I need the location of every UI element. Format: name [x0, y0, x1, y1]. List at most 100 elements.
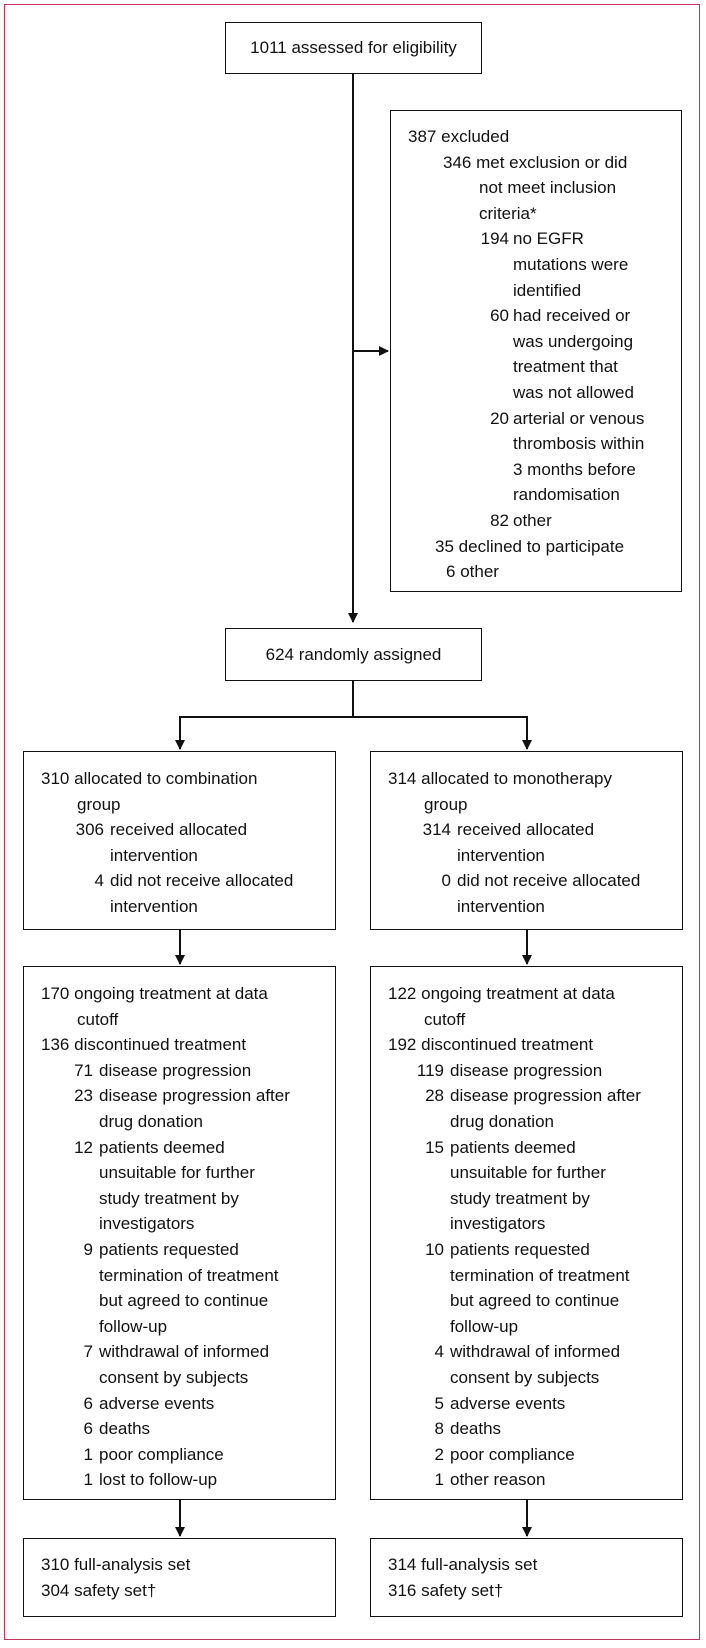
reason-line: other reason	[450, 1470, 546, 1490]
analysis-left-box: 310 full-analysis set 304 safety set†	[23, 1538, 336, 1617]
reason-line: arterial or venous	[513, 408, 645, 428]
reason-count: 6	[83, 1393, 93, 1413]
allocation-right-label: allocated to monotherapy	[421, 769, 613, 788]
reason-count: 1	[434, 1470, 444, 1490]
met-exclusion-line-1: met exclusion or did	[476, 152, 628, 172]
reason-count: 20	[490, 408, 509, 428]
ongoing-label-cont: cutoff	[77, 1009, 119, 1029]
reason-count: 23	[74, 1086, 93, 1106]
analysis-right-box: 314 full-analysis set 316 safety set†	[370, 1538, 683, 1617]
figure-frame	[4, 4, 700, 1640]
reason-line: identified	[513, 280, 582, 300]
followup-left-box: 170 ongoing treatment at data cutoff 136…	[23, 966, 336, 1500]
reason-count: 119	[416, 1060, 444, 1080]
reason-count: 6	[83, 1419, 93, 1439]
reason-line: withdrawal of informed	[450, 1342, 621, 1362]
reason-line: consent by subjects	[99, 1367, 249, 1387]
reason-count: 1	[83, 1444, 93, 1464]
reason-count: 7	[83, 1342, 93, 1362]
discontinued-reason-item: 7 withdrawal of informed consent by subje…	[61, 1339, 335, 1390]
reason-line: follow-up	[450, 1316, 519, 1336]
allocation-item-line: intervention	[457, 896, 545, 916]
discontinued-reason-item: 1 lost to follow-up	[61, 1467, 335, 1493]
allocation-item-line: intervention	[457, 845, 545, 865]
allocation-right-items: 314 received allocated intervention 0 did …	[413, 817, 682, 919]
excluded-label: excluded	[441, 127, 510, 146]
ongoing-label: ongoing treatment at data	[74, 984, 268, 1003]
reason-count: 15	[425, 1137, 444, 1157]
discontinued-reason-item: 23 disease progression after drug donatio…	[61, 1083, 335, 1134]
reason-line: adverse events	[99, 1393, 215, 1413]
reason-line: adverse events	[450, 1393, 566, 1413]
reason-line: follow-up	[99, 1316, 168, 1336]
reason-line: thrombosis within	[513, 434, 645, 454]
reason-line: drug donation	[450, 1111, 554, 1131]
reason-count: 1	[83, 1470, 93, 1490]
discontinued-label: discontinued treatment	[421, 1035, 594, 1055]
reason-line: patients deemed	[99, 1137, 225, 1157]
reason-line: investigators	[450, 1214, 546, 1234]
reason-count: 71	[74, 1060, 93, 1080]
met-exclusion-count: 346	[443, 152, 472, 172]
reason-line: unsuitable for further	[99, 1163, 255, 1183]
discontinued-reason-item: 28 disease progression after drug donatio…	[408, 1083, 682, 1134]
reason-line: patients deemed	[450, 1137, 576, 1157]
reason-line: lost to follow-up	[99, 1470, 218, 1490]
safety-set: 316 safety set†	[388, 1580, 504, 1600]
allocation-left-count: 310	[41, 769, 70, 788]
reason-count: 82	[490, 510, 509, 530]
allocation-item-line: received allocated	[457, 820, 595, 840]
reason-line: withdrawal of informed	[99, 1342, 270, 1362]
reason-count: 60	[490, 306, 509, 326]
assessed-label: 1011 assessed for eligibility	[250, 38, 457, 58]
reason-line: was undergoing	[513, 331, 634, 351]
full-analysis-set: 310 full-analysis set	[41, 1555, 191, 1574]
reason-line: other	[513, 510, 552, 530]
assessed-box: 1011 assessed for eligibility	[225, 22, 482, 74]
ongoing-label: ongoing treatment at data	[421, 984, 615, 1003]
allocation-item-line: received allocated	[110, 820, 248, 840]
allocation-item-line: did not receive allocated	[457, 871, 641, 891]
discontinued-reason-item: 4 withdrawal of informed consent by subje…	[408, 1339, 682, 1390]
reason-line: termination of treatment	[99, 1265, 279, 1285]
reason-line: disease progression	[450, 1060, 603, 1080]
reason-line: mutations were	[513, 254, 629, 274]
allocation-item-line: intervention	[110, 845, 198, 865]
met-exclusion-line-3: criteria*	[479, 203, 537, 223]
reason-count: 194	[480, 229, 509, 249]
reason-count: 8	[434, 1419, 444, 1439]
reason-line: deaths	[450, 1419, 502, 1439]
reason-count: 28	[425, 1086, 444, 1106]
reason-line: drug donation	[99, 1111, 203, 1131]
allocation-item: 0 did not receive allocated intervention	[413, 868, 682, 919]
discontinued-reason-item: 8 deaths	[408, 1416, 682, 1442]
other-excluded-label: other	[460, 562, 499, 582]
reason-line: disease progression after	[450, 1086, 641, 1106]
reason-line: patients requested	[450, 1239, 590, 1259]
reason-line: randomisation	[513, 485, 620, 505]
declined-item: 35 declined to participate	[435, 534, 681, 560]
ongoing-label-cont: cutoff	[424, 1009, 466, 1029]
allocation-item-count: 314	[422, 820, 451, 840]
reason-count: 4	[434, 1342, 444, 1362]
randomised-label: 624 randomly assigned	[265, 644, 442, 664]
reason-line: consent by subjects	[450, 1367, 600, 1387]
discontinued-reasons-list: 119 disease progression 28 disease progres…	[408, 1058, 682, 1493]
allocation-item: 314 received allocated intervention	[413, 817, 682, 868]
reason-line: but agreed to continue	[450, 1291, 620, 1311]
allocation-item-count: 0	[441, 871, 451, 891]
reason-line: disease progression after	[99, 1086, 290, 1106]
discontinued-reason-item: 6 adverse events	[61, 1391, 335, 1417]
reason-line: study treatment by	[450, 1188, 590, 1208]
excluded-box: 387 excluded 346 met exclusion or did no…	[390, 110, 682, 592]
